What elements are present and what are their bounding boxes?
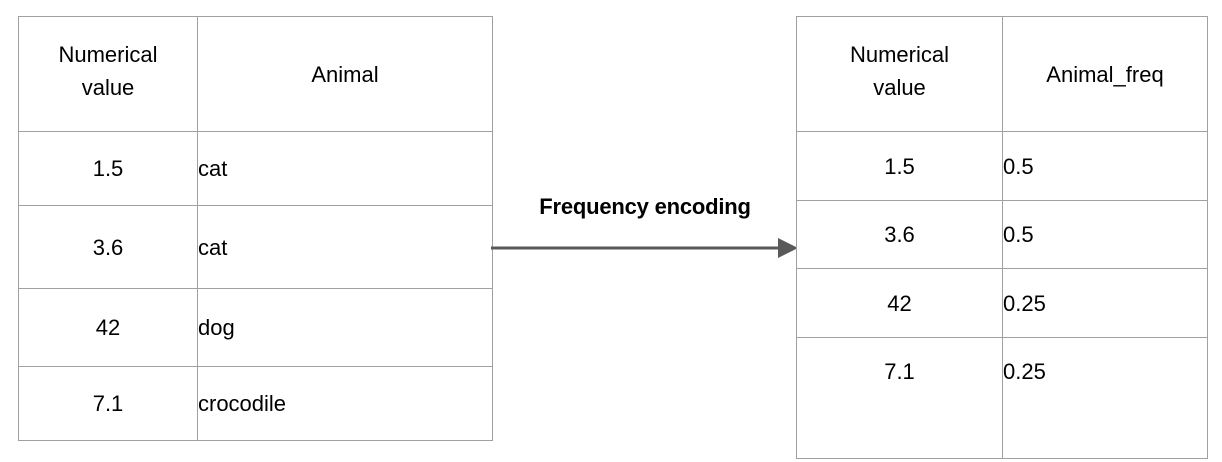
column-header-line-2: value (873, 75, 926, 100)
table-row: 7.1 0.25 (796, 337, 1208, 459)
cell-animal: dog (197, 288, 493, 367)
cell-numerical-value: 3.6 (18, 205, 198, 289)
cell-animal-freq: 0.25 (1002, 268, 1208, 338)
column-header-line-1: Animal_freq (1046, 61, 1164, 87)
cell-animal-freq: 0.5 (1002, 131, 1208, 201)
table-header-row: Numerical value Animal (18, 16, 493, 132)
transform-label: Frequency encoding (539, 194, 751, 219)
cell-numerical-value: 7.1 (18, 366, 198, 441)
column-header-line-2: value (81, 75, 135, 100)
column-header-animal: Animal (197, 16, 493, 132)
cell-animal-freq: 0.5 (1002, 200, 1208, 269)
table-row: 42 0.25 (796, 268, 1208, 338)
table-row: 3.6 0.5 (796, 200, 1208, 269)
column-header-line-1: Numerical (849, 42, 950, 67)
cell-animal: crocodile (197, 366, 493, 441)
source-table: Numerical value Animal 1.5 cat 3.6 cat 4… (18, 16, 493, 441)
table-row: 3.6 cat (18, 205, 493, 289)
cell-numerical-value: 42 (796, 268, 1003, 338)
table-row: 7.1 crocodile (18, 366, 493, 441)
encoded-table: Numerical value Animal_freq 1.5 0.5 3.6 … (796, 16, 1208, 459)
cell-numerical-value: 42 (18, 288, 198, 367)
column-header-line-1: Numerical (58, 42, 158, 67)
cell-numerical-value: 3.6 (796, 200, 1003, 269)
cell-numerical-value: 1.5 (796, 131, 1003, 201)
cell-animal-freq: 0.25 (1002, 337, 1208, 459)
table-row: 1.5 cat (18, 131, 493, 206)
cell-animal: cat (197, 131, 493, 206)
column-header-numerical-value: Numerical value (18, 16, 198, 132)
transform-arrow-icon (491, 238, 798, 258)
cell-numerical-value: 1.5 (18, 131, 198, 206)
column-header-line-1: Animal (311, 61, 379, 87)
cell-animal: cat (197, 205, 493, 289)
cell-numerical-value: 7.1 (796, 337, 1003, 459)
table-row: 1.5 0.5 (796, 131, 1208, 201)
table-header-row: Numerical value Animal_freq (796, 16, 1208, 132)
column-header-numerical-value: Numerical value (796, 16, 1003, 132)
column-header-animal-freq: Animal_freq (1002, 16, 1208, 132)
table-row: 42 dog (18, 288, 493, 367)
